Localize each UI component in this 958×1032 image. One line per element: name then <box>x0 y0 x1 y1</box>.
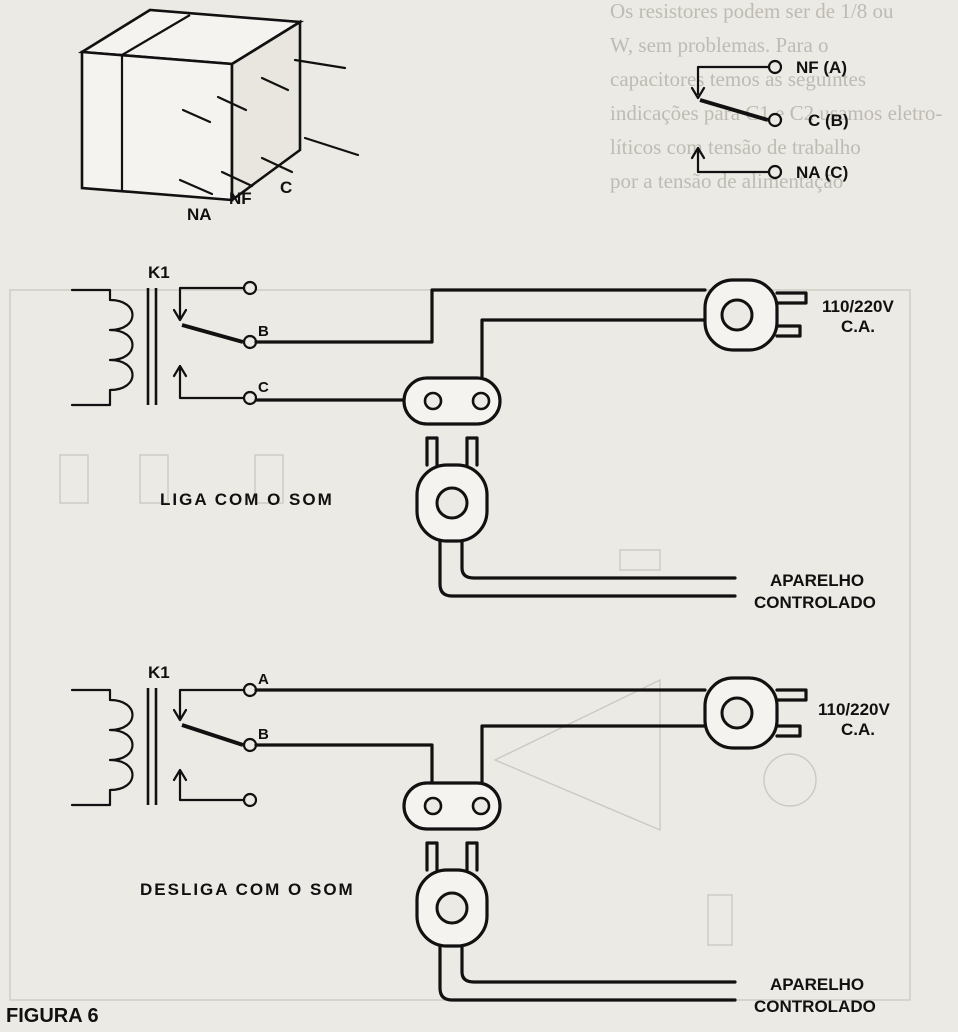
device-label-1-top: APARELHO <box>770 571 864 590</box>
supply-ac-label-top: C.A. <box>841 317 875 336</box>
contact-nf-arrow-bottom <box>172 708 188 722</box>
contact-legend: NF (A) C (B) NA (C) <box>690 58 849 182</box>
legend-na-label: NA (C) <box>796 163 848 182</box>
wall-plug-prong-1-bottom <box>775 688 808 702</box>
supply-ac-label-bottom: C.A. <box>841 720 875 739</box>
wall-plug-prong-2-bottom <box>775 724 802 738</box>
circuit-desliga-com-o-som: K1 A B 110/220V C.A. AP <box>70 663 891 1016</box>
contact-na-line-bottom <box>178 770 246 802</box>
bg-text-line-3: capacitores temos as seguintes <box>610 67 866 91</box>
wall-plug-hole-top <box>720 298 754 332</box>
wall-plug-hole-bottom <box>720 696 754 730</box>
legend-na-terminal <box>767 164 783 180</box>
terminal-b-top <box>242 334 258 350</box>
ghost-resistor-4 <box>707 894 733 946</box>
contact-nf-arrow-top <box>172 308 188 322</box>
ghost-resistor-3 <box>254 454 284 504</box>
relay-pin-label-na: NA <box>187 205 212 224</box>
device-plug-prong-2-top <box>465 436 479 467</box>
contact-arm-top <box>181 323 244 344</box>
mode-label-top: LIGA COM O SOM <box>160 490 334 509</box>
device-plug-prong-2-bottom <box>465 841 479 872</box>
supply-label-top: 110/220V <box>822 297 895 316</box>
device-plug-prong-1-top <box>425 436 439 467</box>
relay-coil-bottom <box>70 688 134 807</box>
wire-plug-to-socket-bottom <box>480 724 707 787</box>
terminal-a-label-bottom: A <box>258 671 269 688</box>
terminal-b-label-bottom: B <box>258 726 269 743</box>
device-plug-hole-top <box>435 486 469 520</box>
legend-nf-label: NF (A) <box>796 58 847 77</box>
device-cord-2-bottom <box>460 944 737 984</box>
socket-top <box>402 376 502 426</box>
device-label-1-bottom: APARELHO <box>770 975 864 994</box>
contact-na-arrow-bottom <box>172 768 188 782</box>
bg-text-line-1: Os resistores podem ser de 1/8 ou <box>610 0 894 23</box>
device-plug-prong-1-bottom <box>425 841 439 872</box>
socket-hole-2-bottom <box>471 796 491 816</box>
device-label-2-top: CONTROLADO <box>754 593 876 612</box>
terminal-c-top <box>242 390 258 406</box>
terminal-c-label-top: C <box>258 379 269 396</box>
relay-pin-label-nf: NF <box>229 189 252 208</box>
relay-illustration: NA NF C <box>77 8 360 224</box>
supply-label-bottom: 110/220V <box>818 700 891 719</box>
relay-coil-top <box>70 288 134 407</box>
relay-pin-label-c: C <box>280 178 292 197</box>
relay-seam-top <box>121 14 191 56</box>
ghost-amplifier <box>493 678 661 832</box>
contact-nf-line-top <box>178 286 246 320</box>
ghost-transistor <box>763 753 817 807</box>
bg-text-line-5: líticos com tensão de trabalho <box>610 135 861 159</box>
wire-b-to-socket-bottom <box>254 743 434 787</box>
device-plug-hole-bottom <box>435 891 469 925</box>
terminal-b-bottom <box>242 737 258 753</box>
terminal-b-label-top: B <box>258 323 269 340</box>
contact-na-line-top <box>178 366 246 400</box>
legend-common-arm <box>699 98 769 122</box>
legend-c-terminal <box>767 112 783 128</box>
terminal-a-bottom <box>242 682 258 698</box>
wire-b-to-plug-top <box>254 288 707 344</box>
contact-na-arrow-top <box>172 364 188 378</box>
relay-pins <box>178 58 360 196</box>
terminal-c-bottom <box>242 792 258 808</box>
contact-nf-line-bottom <box>178 688 246 720</box>
wall-plug-prong-2-top <box>775 324 802 338</box>
ghost-resistor-1 <box>59 454 89 504</box>
device-cord-1-bottom <box>438 944 737 1002</box>
relay-k1-label-bottom: K1 <box>148 663 170 682</box>
socket-hole-1-top <box>423 391 443 411</box>
ghost-capacitor <box>619 549 661 571</box>
legend-nf-terminal <box>767 59 783 75</box>
socket-hole-2-top <box>471 391 491 411</box>
socket-bottom <box>402 781 502 831</box>
legend-nf-arrow <box>690 86 706 100</box>
relay-side-face <box>230 19 302 203</box>
wire-plug-to-socket-top <box>480 318 707 385</box>
bg-text-line-2: W, sem problemas. Para o <box>610 33 829 57</box>
device-cord-2-top <box>460 539 737 580</box>
relay-k1-label-top: K1 <box>148 263 170 282</box>
legend-nf-line <box>696 65 772 96</box>
legend-c-label: C (B) <box>808 111 849 130</box>
device-label-2-bottom: CONTROLADO <box>754 997 876 1016</box>
legend-na-line <box>696 148 772 174</box>
wall-plug-prong-1-top <box>775 291 808 305</box>
contact-arm-bottom <box>181 723 244 747</box>
device-cord-1-top <box>438 539 737 598</box>
relay-front-face <box>80 50 234 202</box>
socket-hole-1-bottom <box>423 796 443 816</box>
ghost-resistor-2 <box>139 454 169 504</box>
terminal-a-top <box>242 280 258 296</box>
circuit-liga-com-o-som: K1 B C 110/220V C.A. AP <box>70 263 895 612</box>
mode-label-bottom: DESLIGA COM O SOM <box>140 880 355 899</box>
figure-caption: FIGURA 6 <box>6 1005 99 1027</box>
legend-na-arrow <box>690 146 706 160</box>
